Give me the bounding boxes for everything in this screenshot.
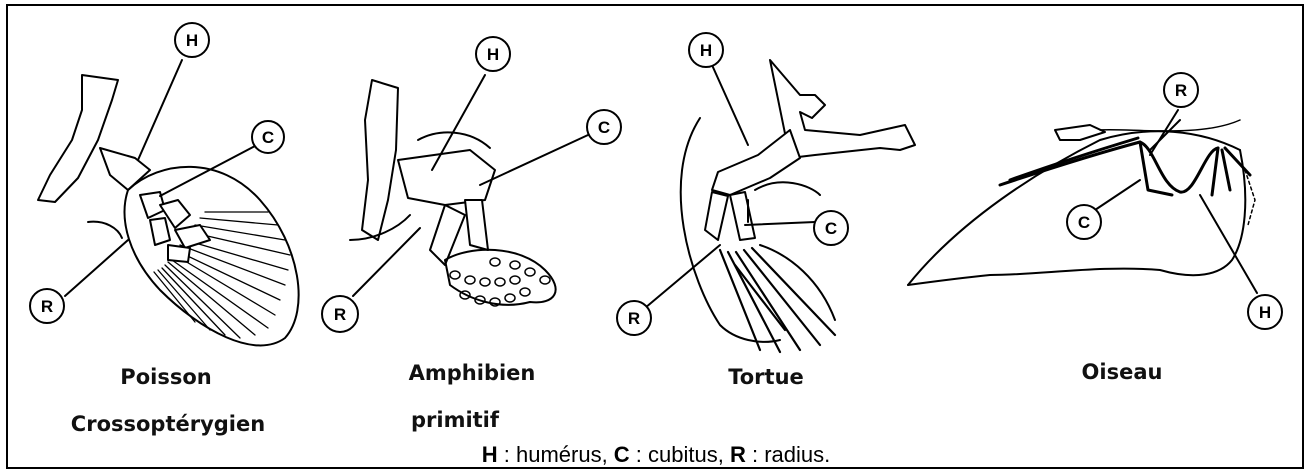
- organism-name-turtle: Tortue: [728, 365, 804, 389]
- svg-text:H: H: [700, 41, 712, 60]
- svg-text:C: C: [1078, 213, 1090, 232]
- legend-text-radius: : radius.: [746, 442, 830, 467]
- amphibian-limb-drawing: H C R: [322, 37, 621, 332]
- svg-text:R: R: [628, 309, 640, 328]
- legend-key-humerus: H: [482, 442, 498, 467]
- svg-text:C: C: [262, 128, 274, 147]
- svg-text:R: R: [1175, 81, 1187, 100]
- svg-text:H: H: [1259, 303, 1271, 322]
- bird-wing-drawing: R C H: [908, 73, 1282, 329]
- legend-key-cubitus: C: [614, 442, 630, 467]
- svg-text:C: C: [598, 118, 610, 137]
- legend-text-cubitus: : cubitus,: [630, 442, 730, 467]
- organism-name-bird: Oiseau: [1082, 360, 1163, 384]
- bone-legend: H : humérus, C : cubitus, R : radius.: [482, 442, 830, 468]
- svg-text:R: R: [41, 297, 53, 316]
- legend-text-humerus: : humérus,: [498, 442, 614, 467]
- svg-text:C: C: [825, 219, 837, 238]
- svg-text:R: R: [334, 305, 346, 324]
- turtle-limb-drawing: H C R: [617, 33, 915, 352]
- svg-text:H: H: [487, 45, 499, 64]
- organism-name-fish: Poisson: [120, 365, 211, 389]
- organism-subname-amphibian: primitif: [411, 408, 499, 432]
- organism-subname-fish: Crossoptérygien: [71, 412, 265, 436]
- svg-text:H: H: [186, 31, 198, 50]
- legend-key-radius: R: [730, 442, 746, 467]
- fish-fin-drawing: H C R: [30, 23, 299, 345]
- organism-name-amphibian: Amphibien: [409, 361, 536, 385]
